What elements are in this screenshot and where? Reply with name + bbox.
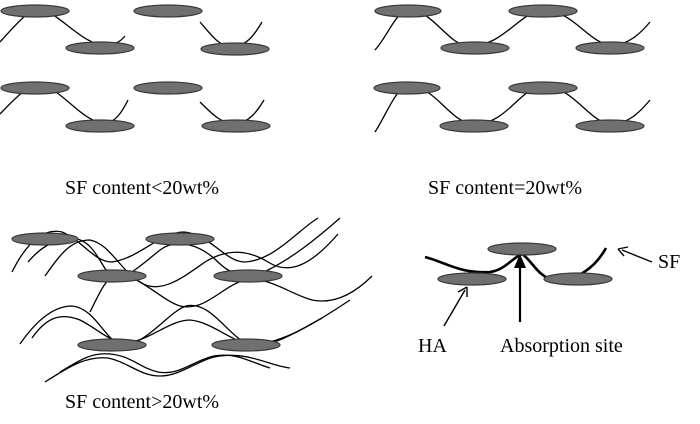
- eq-ha-1: [374, 4, 442, 18]
- eq-ha-7: [508, 81, 578, 95]
- high-ha-4: [213, 269, 283, 283]
- high-ha-5: [77, 338, 147, 352]
- panel-low-sf: SF content<20wt%: [0, 4, 271, 199]
- sf-arrow-head-icon: [617, 246, 629, 257]
- ha-arrow: [443, 289, 466, 327]
- absorption-site-label: Absorption site: [500, 335, 623, 357]
- sf-label: SF: [658, 251, 680, 273]
- low-ha-1: [0, 4, 70, 18]
- low-sf-caption: SF content<20wt%: [65, 177, 219, 199]
- low-ha-8: [201, 119, 271, 133]
- sf-arrow: [621, 249, 653, 263]
- absorption-site-arrow-head-icon: [514, 254, 526, 268]
- high-ha-6: [211, 338, 281, 352]
- eq-row-1: [374, 4, 651, 55]
- low-row-1: [0, 4, 270, 56]
- low-ha-5: [0, 81, 70, 95]
- high-sf-chain-3: [44, 233, 339, 288]
- legend-ha-2: [487, 242, 557, 256]
- high-sf-chain-7: [59, 353, 271, 374]
- eq-ha-4: [575, 41, 645, 55]
- panel-high-sf: SF content>20wt%: [11, 217, 373, 413]
- low-row-2: [0, 81, 271, 133]
- high-ha-3: [77, 269, 147, 283]
- high-sf-chain-8: [44, 354, 291, 383]
- eq-ha-6: [439, 119, 509, 133]
- high-sf-network: [11, 217, 373, 383]
- ha-label: HA: [418, 335, 447, 357]
- low-ha-6: [65, 119, 135, 133]
- high-sf-chain-2: [27, 217, 341, 278]
- high-sf-chain-6: [31, 299, 351, 345]
- high-ha-2: [145, 232, 215, 246]
- low-ha-3: [133, 4, 203, 18]
- ha-arrow-head-icon: [457, 286, 468, 297]
- legend-detail: SF HA Absorption site: [418, 242, 680, 357]
- eq-ha-5: [373, 81, 441, 95]
- low-ha-2: [65, 41, 135, 55]
- eq-ha-2: [440, 41, 510, 55]
- legend-ha-1: [437, 272, 507, 286]
- high-ha-1: [11, 232, 79, 246]
- eq-sf-caption: SF content=20wt%: [428, 177, 582, 199]
- high-sf-chain-1: [11, 217, 319, 273]
- eq-row-2: [373, 81, 651, 133]
- low-ha-7: [133, 81, 203, 95]
- legend-ha-3: [543, 272, 613, 286]
- high-sf-caption: SF content>20wt%: [65, 391, 219, 413]
- panel-equal-sf: SF content=20wt%: [373, 4, 651, 199]
- eq-ha-3: [508, 4, 578, 18]
- eq-ha-8: [575, 119, 645, 133]
- low-ha-4: [200, 42, 270, 56]
